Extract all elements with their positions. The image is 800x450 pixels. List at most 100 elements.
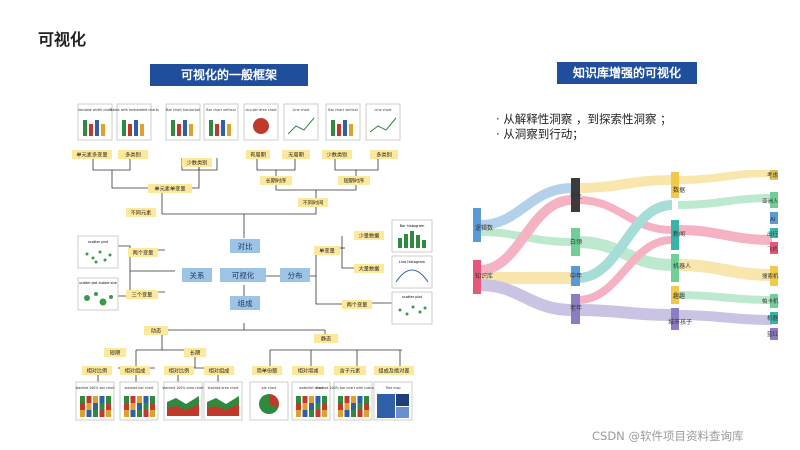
sankey-node-mid2-3 <box>671 254 679 282</box>
stack-mark-1-3-2 <box>99 410 105 417</box>
area-mark-b-3 <box>167 404 199 416</box>
area-mark-b-4 <box>207 404 239 416</box>
stack-mark-7-2-1 <box>351 403 356 410</box>
tag-box-7 <box>182 158 212 167</box>
csdn-watermark: CSDN @软件项目资料查询库 <box>592 429 744 443</box>
compare-node <box>230 239 260 253</box>
bar-mark-1-4 <box>101 124 105 136</box>
bottom-thumb-title-4: stacked area chart <box>208 386 239 390</box>
line-mark-8 <box>369 117 397 133</box>
sankey-label-mid2-2: 新闻 <box>673 230 685 238</box>
stack-mark-6-1-2 <box>302 410 308 417</box>
tag-box-16 <box>354 231 384 240</box>
top-thumb-title-2: Tables with embedded charts <box>108 108 159 112</box>
stack-mark-1-1-1 <box>86 403 92 410</box>
stack-mark-2-1-0 <box>130 396 136 403</box>
tag-box-19 <box>144 326 168 335</box>
composition-node <box>230 296 260 310</box>
stack-mark-2-1-2 <box>130 410 136 417</box>
stack-mark-2-2-0 <box>137 396 142 403</box>
tag-box-10 <box>148 184 192 193</box>
tag-box-14 <box>126 290 158 299</box>
tag-box-22 <box>314 334 338 343</box>
treemap-a <box>377 394 395 418</box>
stack-mark-2-2-2 <box>137 410 142 417</box>
top-thumb-6 <box>283 103 319 141</box>
stack-mark-1-4-1 <box>106 403 111 410</box>
bottom-thumb-title-1: stacked 100% bar chart <box>75 386 115 390</box>
bar-mark-7-4 <box>349 124 353 136</box>
bar-mark-2-2 <box>128 124 132 136</box>
stack-mark-1-0-0 <box>80 396 85 403</box>
stack-mark-7-4-0 <box>364 396 369 403</box>
composition-label: 组成 <box>238 298 253 308</box>
sankey-node-target-8 <box>770 312 778 324</box>
bar-mark-3-4 <box>189 124 193 136</box>
page-title: 可视化 <box>38 30 87 49</box>
tag-box-21 <box>184 348 206 357</box>
bar-mark-7-3 <box>343 120 347 136</box>
stack-mark-2-4-0 <box>150 396 155 403</box>
stack-mark-1-3-1 <box>99 403 105 410</box>
tag-box-3 <box>246 150 270 159</box>
tag-label-22: 静态 <box>321 335 331 343</box>
stack-mark-2-3-0 <box>143 396 149 403</box>
sankey-label-target-1: 考虑 <box>767 171 779 179</box>
top-thumb-title-7: Bar chart vertical <box>328 108 357 112</box>
sankey-node-target-1 <box>770 170 778 180</box>
tag-box-27 <box>252 366 282 375</box>
tag-label-26: 相对组成 <box>209 367 230 375</box>
tag-label-12: 不同时间 <box>303 199 324 207</box>
sankey-label-target-9: 蓝红 <box>767 330 779 338</box>
tag-label-14: 三个变量 <box>132 291 153 299</box>
sankey-label-source-2: 知识库 <box>475 272 493 280</box>
stack-mark-7-2-2 <box>351 410 356 417</box>
tag-label-20: 短期 <box>110 349 120 357</box>
sankey-node-target-4 <box>770 228 778 238</box>
bottom-thumb-title-6: waterfall chart <box>299 386 324 390</box>
bottom-thumb-title-3: stacked 100% area chart <box>162 386 204 390</box>
bar-histogram-title: Bar histogram <box>400 224 425 228</box>
tag-label-3: 有周期 <box>250 151 266 159</box>
bar-mark-3-2 <box>177 124 181 136</box>
sankey-node-mid1-4 <box>571 294 580 324</box>
bar-mark-4-1 <box>209 120 213 136</box>
tag-label-29: 含子元素 <box>340 367 361 375</box>
top-thumb-title-8: Line chart <box>375 108 393 112</box>
sankey-label-target-5: 飞机 <box>767 245 779 253</box>
tag-box-1 <box>72 150 112 159</box>
sankey-node-mid2-2 <box>671 220 679 250</box>
bar-mark-1-3 <box>95 120 99 136</box>
stack-mark-1-2-2 <box>93 410 98 417</box>
tag-box-28 <box>292 366 324 375</box>
stack-mark-7-4-2 <box>364 410 369 417</box>
stack-mark-6-2-2 <box>309 410 314 417</box>
stack-mark-1-4-0 <box>106 396 111 403</box>
insight-bullets: · 从解释性洞察 ，到探索性洞察 ； · 从洞察到行动； <box>496 112 672 142</box>
tag-label-5: 少数类别 <box>327 151 348 159</box>
bar-mark-4-3 <box>221 120 225 136</box>
bottom-thumb-title-8: Tree map <box>384 386 400 390</box>
tag-box-13 <box>128 248 158 257</box>
sankey-label-mid2-1: 数据 <box>673 186 685 194</box>
sankey-node-target-7 <box>770 294 778 308</box>
sankey-node-target-9 <box>770 328 778 340</box>
stack-mark-6-0-0 <box>296 396 301 403</box>
stack-mark-1-1-0 <box>86 396 92 403</box>
sankey-label-target-4: 出行 <box>767 230 779 238</box>
stack-mark-7-2-0 <box>351 396 356 403</box>
tag-box-6 <box>370 150 398 159</box>
tag-label-19: 动态 <box>151 327 161 335</box>
sankey-label-mid1-2: 白领 <box>570 238 582 246</box>
sankey-node-mid1-1 <box>571 178 580 212</box>
bar-mark-2-4 <box>140 124 144 136</box>
stack-mark-1-3-0 <box>99 396 105 403</box>
stack-mark-2-3-1 <box>143 403 149 410</box>
pie-slice <box>269 394 279 408</box>
top-thumb-8 <box>365 103 401 141</box>
tag-box-5 <box>322 150 352 159</box>
stack-mark-6-2-0 <box>309 396 314 403</box>
stack-mark-2-0-0 <box>124 396 129 403</box>
sankey-label-mid1-3: 中年 <box>570 272 582 280</box>
tag-box-9 <box>338 176 370 185</box>
